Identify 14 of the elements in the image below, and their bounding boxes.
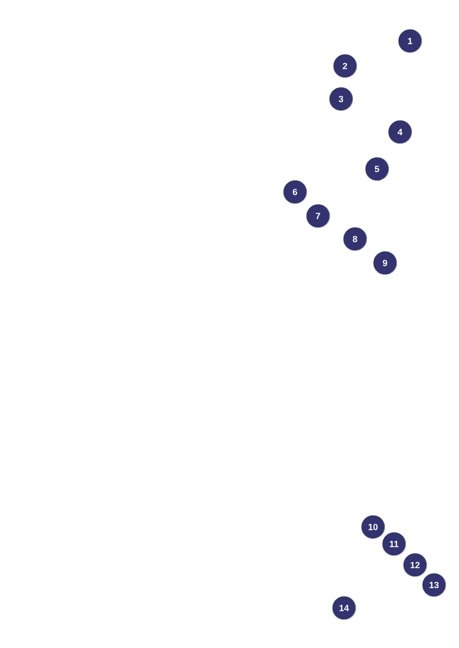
- callout-number: 7: [306, 204, 330, 228]
- callout-number: 11: [382, 532, 406, 556]
- callout-number: 10: [361, 515, 385, 539]
- callout-number: 6: [283, 180, 307, 204]
- callout-number: 8: [343, 227, 367, 251]
- callout-number: 4: [388, 120, 412, 144]
- callout-number: 14: [332, 596, 356, 620]
- callout-number: 3: [329, 87, 353, 111]
- callout-number: 13: [422, 573, 446, 597]
- callout-number: 9: [373, 251, 397, 275]
- callout-number: 1: [398, 29, 422, 53]
- callout-number: 12: [403, 553, 427, 577]
- callout-number: 2: [333, 54, 357, 78]
- callout-number: 5: [365, 157, 389, 181]
